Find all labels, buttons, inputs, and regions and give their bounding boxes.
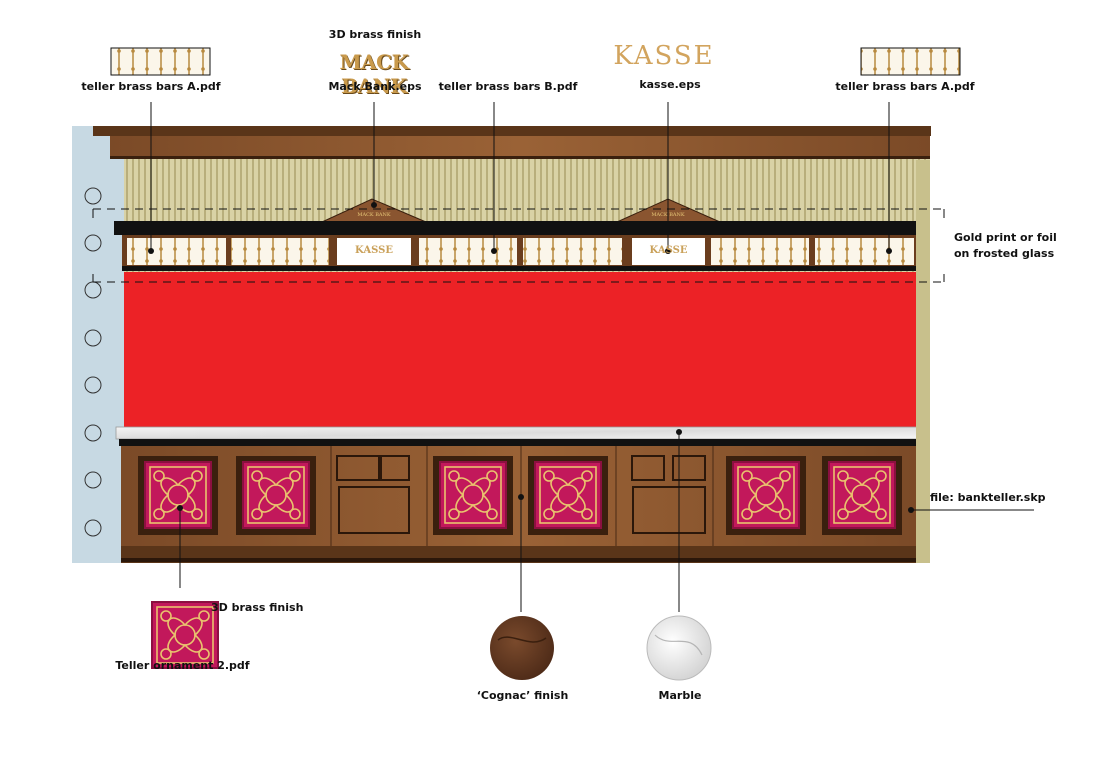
callout-gold-print-line2: on frosted glass — [954, 247, 1055, 260]
callout-ornament-file: Teller ornament 2.pdf — [115, 659, 250, 672]
kasse-logo: KASSE — [613, 41, 715, 71]
callout-kasse-file: kasse.eps — [639, 78, 701, 91]
callout-brass-bars-a-right: teller brass bars A.pdf — [835, 80, 975, 93]
mack-bank-logo: MACK BANK — [339, 50, 409, 98]
svg-text:MACK BANK: MACK BANK — [357, 212, 391, 218]
callout-brass-bars-b: teller brass bars B.pdf — [438, 80, 578, 93]
callout-cognac-finish: ‘Cognac’ finish — [476, 689, 569, 702]
callout-skp-file: file: bankteller.skp — [930, 491, 1046, 504]
callout-gold-print-line1: Gold print or foil — [954, 231, 1057, 244]
callout-brass-bars-a-left: teller brass bars A.pdf — [81, 80, 221, 93]
kasse-window-sign-2: KASSE — [649, 245, 688, 256]
callout-mack-file: Mack Bank.eps — [328, 80, 422, 93]
callout-marble: Marble — [658, 689, 702, 702]
kasse-window-sign-1: KASSE — [355, 245, 393, 256]
callout-ornament-finish: 3D brass finish — [211, 601, 304, 614]
callout-mack-finish: 3D brass finish — [328, 28, 422, 41]
